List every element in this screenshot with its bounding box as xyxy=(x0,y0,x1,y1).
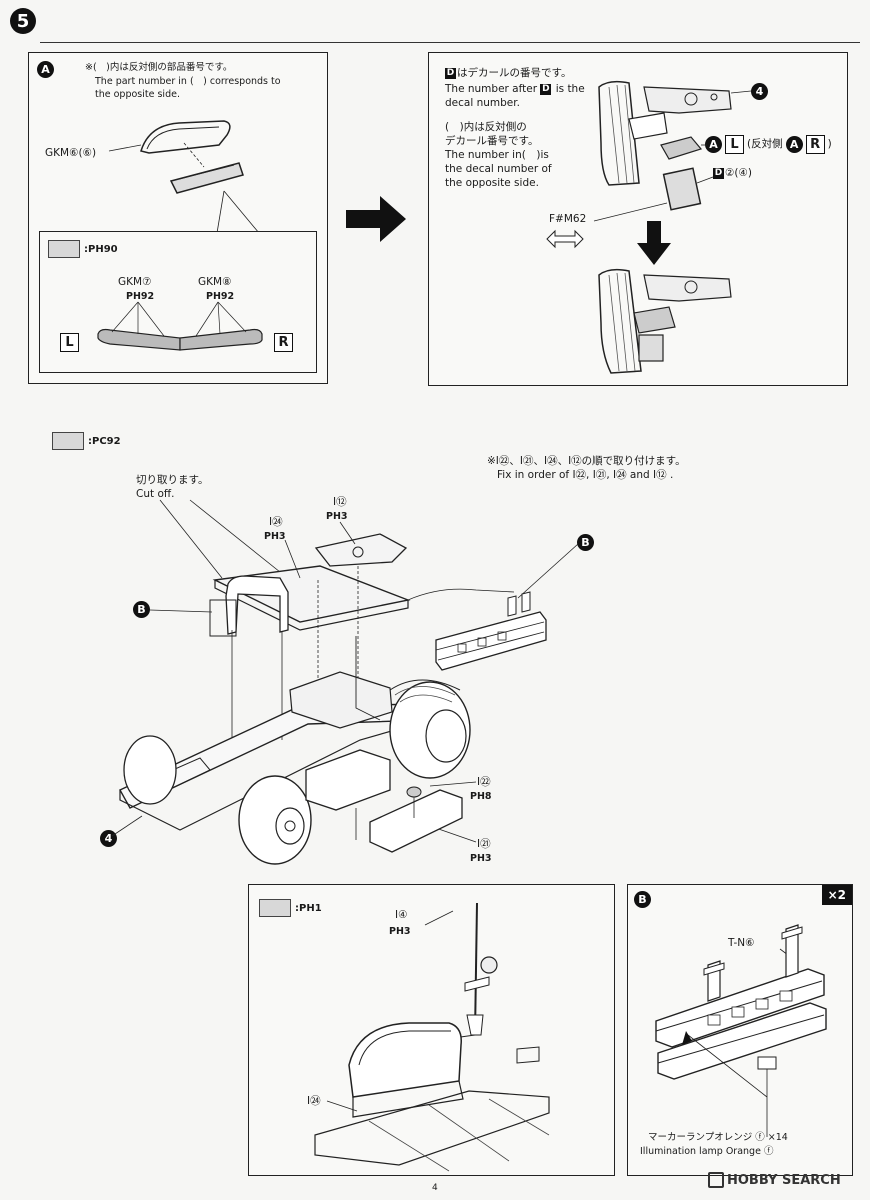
inset-drawing xyxy=(97,301,263,351)
header-rule xyxy=(40,42,860,43)
main-callout-4: 4 xyxy=(100,830,117,847)
decal-line-8: the opposite side. xyxy=(445,177,539,189)
step-number-badge: 5 xyxy=(10,8,36,34)
decal-line-7: the decal number of xyxy=(445,163,552,175)
decal-line-3: decal number. xyxy=(445,97,520,109)
watermark: HOBBY SEARCH xyxy=(708,1172,841,1188)
label-i24: I㉔ xyxy=(269,516,283,528)
paint-swatch xyxy=(52,432,84,450)
antenna-i4: I④ xyxy=(395,909,408,921)
label-i24-paint: PH3 xyxy=(264,531,286,542)
cut-off-jp: 切り取ります。 xyxy=(136,474,209,486)
paint-swatch xyxy=(259,899,291,917)
panel-a-drawing xyxy=(108,120,260,234)
watermark-icon xyxy=(708,1172,724,1188)
antenna-drawing xyxy=(314,902,550,1172)
panel-a-note-en-1: The part number in ( ) corresponds to xyxy=(95,76,281,87)
paint-swatch xyxy=(48,240,80,258)
panel-b-part: T-N⑥ xyxy=(728,937,755,949)
main-callout-b-right: B xyxy=(577,534,594,551)
panel-a-badge: A xyxy=(37,61,54,78)
inset-paint-right: PH92 xyxy=(206,291,235,302)
panel-a: A ※( )内は反対側の部品番号です。 The part number in (… xyxy=(28,52,328,384)
label-i22: I㉒ xyxy=(477,776,491,788)
label-i22-paint: PH8 xyxy=(470,791,492,802)
panel-b-badge: B xyxy=(634,891,651,908)
panel-b: B ×2 T-N⑥ マーカーランプオレンジ ⓕ ×14 Illumination… xyxy=(627,884,853,1176)
decal-callout-line: A L (反対側 A R ) xyxy=(705,135,832,154)
label-i12: I⑫ xyxy=(333,496,347,508)
label-i21: I㉑ xyxy=(477,838,491,850)
panel-antenna: :PH1 I④ PH3 I㉔ xyxy=(248,884,615,1176)
panel-a-inset: :PH90 GKM⑦ PH92 GKM⑧ PH92 L R xyxy=(39,231,317,373)
decal-line-2: The number after D is the xyxy=(445,83,585,95)
panel-b-drawing xyxy=(655,924,827,1137)
label-i12-paint: PH3 xyxy=(326,511,348,522)
main-callout-b-left: B xyxy=(133,601,150,618)
panel-a-part-label: GKM⑥(⑥) xyxy=(45,147,97,159)
decal-line-5: デカール番号です。 xyxy=(445,135,539,147)
antenna-i24: I㉔ xyxy=(307,1095,321,1107)
inset-side-left: L xyxy=(60,332,79,352)
inset-side-right: R xyxy=(274,332,293,352)
antenna-paint: :PH1 xyxy=(259,899,322,917)
decal-line-6: The number in( )is xyxy=(445,149,549,161)
panel-a-inset-paint: :PH90 xyxy=(48,240,118,258)
label-i21-paint: PH3 xyxy=(470,853,492,864)
decal-line-4: ( )内は反対側の xyxy=(445,121,527,133)
lamp-en: Illumination lamp Orange ⓕ xyxy=(640,1146,774,1157)
inset-part-left: GKM⑦ xyxy=(118,276,152,288)
page-number: 4 xyxy=(432,1183,438,1193)
main-note-jp: ※I㉒、I㉑、I㉔、I⑫の順で取り付けます。 xyxy=(487,455,686,467)
panel-b-multiplier: ×2 xyxy=(821,885,852,905)
decal-callout-part-4: 4 xyxy=(751,83,768,100)
lamp-jp: マーカーランプオレンジ ⓕ ×14 xyxy=(648,1132,788,1143)
main-paint: :PC92 xyxy=(52,432,121,450)
fm-label: F#M62 xyxy=(549,213,587,225)
panel-a-note-en-2: the opposite side. xyxy=(95,89,180,100)
decal-drawing xyxy=(546,80,752,374)
inset-part-right: GKM⑧ xyxy=(198,276,232,288)
panel-a-note-jp: ※( )内は反対側の部品番号です。 xyxy=(85,62,233,73)
cut-off-en: Cut off. xyxy=(136,488,175,500)
inset-paint-left: PH92 xyxy=(126,291,155,302)
antenna-i4-paint: PH3 xyxy=(389,926,411,937)
main-note-en: Fix in order of I㉒, I㉑, I㉔ and I⑫ . xyxy=(497,469,674,481)
